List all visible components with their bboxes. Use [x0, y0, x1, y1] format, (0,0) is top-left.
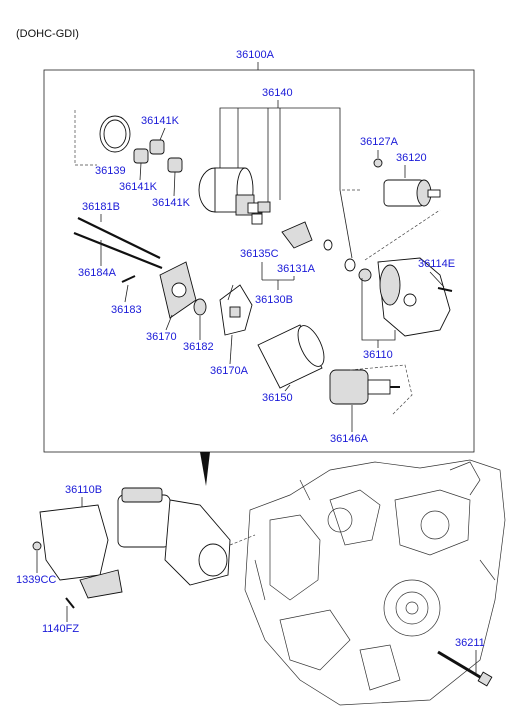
engine-block: [244, 459, 506, 706]
through-bolt-36184A: [73, 231, 163, 270]
callout-36110[interactable]: 36110: [363, 349, 393, 361]
armature-36146A: [329, 369, 369, 405]
bushing-36141K-c: [167, 157, 183, 173]
callout-1339CC[interactable]: 1339CC: [16, 574, 56, 586]
washer-36135C: [251, 213, 263, 225]
callout-36139[interactable]: 36139: [95, 165, 126, 177]
o-ring: [323, 239, 333, 251]
bolt-36114E: [437, 287, 453, 292]
callout-36182[interactable]: 36182: [183, 341, 214, 353]
bolt-36211: [437, 650, 486, 682]
callout-36127A[interactable]: 36127A: [360, 136, 399, 148]
bushing-36141K-a: [149, 139, 165, 155]
starter-motor-assembly: [117, 494, 171, 548]
assembly-arrow: [200, 452, 210, 486]
callout-36110B[interactable]: 36110B: [65, 484, 102, 496]
bushing-36141K-b: [133, 148, 149, 164]
callout-36141K-c[interactable]: 36141K: [152, 197, 191, 209]
assembly-frame: [43, 69, 475, 453]
callout-36135C[interactable]: 36135C: [240, 248, 279, 260]
callout-36114E[interactable]: 36114E: [418, 258, 455, 270]
callout-36100A[interactable]: 36100A: [236, 49, 275, 61]
callout-36131A[interactable]: 36131A: [277, 263, 316, 275]
callout-36140[interactable]: 36140: [262, 87, 293, 99]
callout-36146A[interactable]: 36146A: [330, 433, 369, 445]
callout-36150[interactable]: 36150: [262, 392, 293, 404]
engine-variant-label: (DOHC-GDI): [16, 28, 79, 40]
lever-36131A: [281, 221, 313, 249]
callout-36181B[interactable]: 36181B: [82, 201, 120, 213]
through-bolt-36181B: [77, 217, 161, 259]
nut-1339CC: [32, 541, 42, 551]
callout-36141K-b[interactable]: 36141K: [119, 181, 158, 193]
screw-36183: [121, 275, 136, 283]
callout-1140FZ[interactable]: 1140FZ: [42, 623, 79, 635]
bolt-1140FZ: [65, 597, 75, 609]
callout-36130B[interactable]: 36130B: [255, 294, 293, 306]
bushing-36182: [193, 298, 207, 316]
callout-36170A[interactable]: 36170A: [210, 365, 249, 377]
callout-36211[interactable]: 36211: [455, 637, 485, 649]
callout-36184A[interactable]: 36184A: [78, 267, 117, 279]
nut-36127A: [373, 158, 383, 168]
callout-36170[interactable]: 36170: [146, 331, 177, 343]
callout-36183[interactable]: 36183: [111, 304, 142, 316]
heat-shield-36110B: [39, 504, 109, 581]
callout-36120[interactable]: 36120: [396, 152, 427, 164]
washer: [344, 258, 356, 272]
callout-36141K-a[interactable]: 36141K: [141, 115, 180, 127]
